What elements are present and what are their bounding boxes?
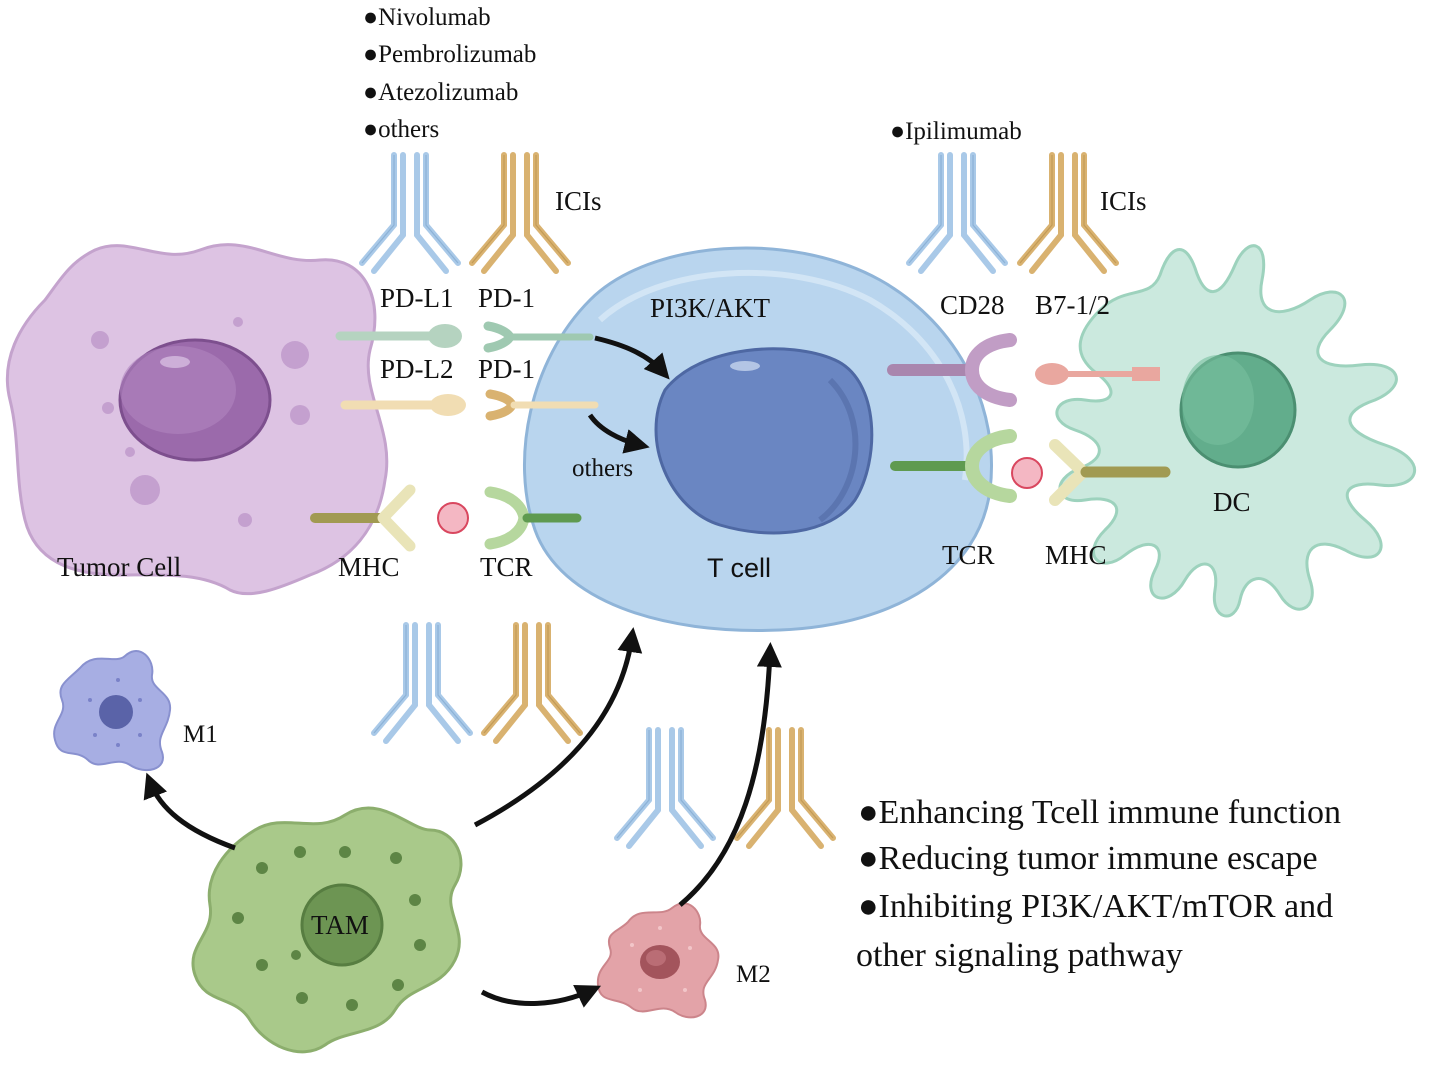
tam-nucleus: [300, 883, 384, 967]
label-tumor-cell: Tumor Cell: [57, 552, 181, 582]
tcr-right: [890, 429, 1017, 503]
label-tcr-right: TCR: [942, 540, 995, 570]
drug-pembrolizumab: ●Pembrolizumab: [363, 41, 536, 68]
pd-1-receptor-top: [483, 321, 594, 353]
label-m1: M1: [183, 721, 218, 748]
antibody-tam-blue: [374, 625, 470, 741]
label-pd-l2: PD-L2: [380, 354, 454, 384]
antibody-m2-blue: [617, 730, 713, 846]
drug-nivolumab: ●Nivolumab: [363, 4, 491, 31]
arrow-m2-to-tcell: [678, 642, 782, 907]
pd-drug-list: ●Nivolumab ●Pembrolizumab ●Atezolizumab …: [363, 4, 536, 143]
dendritic-cell: [1055, 244, 1417, 618]
label-b7: B7-1/2: [1035, 290, 1110, 320]
t-cell: [522, 246, 993, 632]
effect-other-pathway: other signaling pathway: [856, 937, 1183, 974]
drug-atezolizumab: ●Atezolizumab: [363, 79, 518, 106]
antibody-tam-gold: [484, 625, 580, 741]
mhc-right: [1049, 439, 1171, 506]
tam-macrophage: [191, 806, 463, 1054]
label-tcr-left: TCR: [480, 552, 533, 582]
pd-1-receptor-bottom: [485, 389, 599, 421]
effect-reducing: ●Reducing tumor immune escape: [858, 840, 1318, 877]
label-others: others: [572, 455, 633, 482]
cd28-receptor: [887, 333, 1017, 407]
antigen-left: [437, 502, 469, 534]
arrow-tam-to-m1: [143, 772, 236, 851]
m2-macrophage: [596, 902, 720, 1019]
effect-enhancing: ●Enhancing Tcell immune function: [858, 794, 1341, 831]
label-cd28: CD28: [940, 290, 1005, 320]
arrow-pd1-to-nucleus: [594, 335, 670, 380]
drug-others: ●others: [363, 116, 439, 143]
label-dc: DC: [1213, 487, 1251, 517]
antibody-anti-cd28: [909, 155, 1005, 271]
effects-list: ●Enhancing Tcell immune function ●Reduci…: [856, 794, 1341, 974]
label-mhc-right: MHC: [1045, 540, 1107, 570]
effect-inhibiting: ●Inhibiting PI3K/AKT/mTOR and: [858, 888, 1333, 925]
pd-l1-ligand: [335, 324, 462, 348]
b7-ligand: [1035, 363, 1160, 385]
antibody-anti-pd-l1: [362, 155, 458, 271]
label-icis-left: ICIs: [555, 186, 602, 216]
mhc-left: [310, 484, 416, 552]
arrow-tam-to-m2: [480, 985, 602, 1008]
label-pd-1-bottom: PD-1: [478, 354, 535, 384]
drug-ipilimumab: ●Ipilimumab: [890, 118, 1022, 145]
label-t-cell: T cell: [707, 553, 771, 583]
tumor-cell: [5, 243, 389, 596]
arrow-tam-to-tcell: [473, 627, 643, 828]
label-pd-l1: PD-L1: [380, 283, 454, 313]
label-mhc-left: MHC: [338, 552, 400, 582]
arrow-others-to-nucleus: [587, 413, 650, 454]
antigen-right: [1011, 457, 1043, 489]
label-pi3k-akt: PI3K/AKT: [650, 293, 771, 323]
pd-l2-ligand: [340, 394, 466, 416]
label-m2: M2: [736, 961, 771, 988]
antibody-anti-pd-1: [472, 155, 568, 271]
t-cell-nucleus: [654, 347, 874, 535]
label-tam: TAM: [311, 910, 369, 940]
m1-macrophage: [53, 649, 172, 772]
label-icis-right: ICIs: [1100, 186, 1147, 216]
label-pd-1-top: PD-1: [478, 283, 535, 313]
tcr-left: [484, 486, 582, 550]
